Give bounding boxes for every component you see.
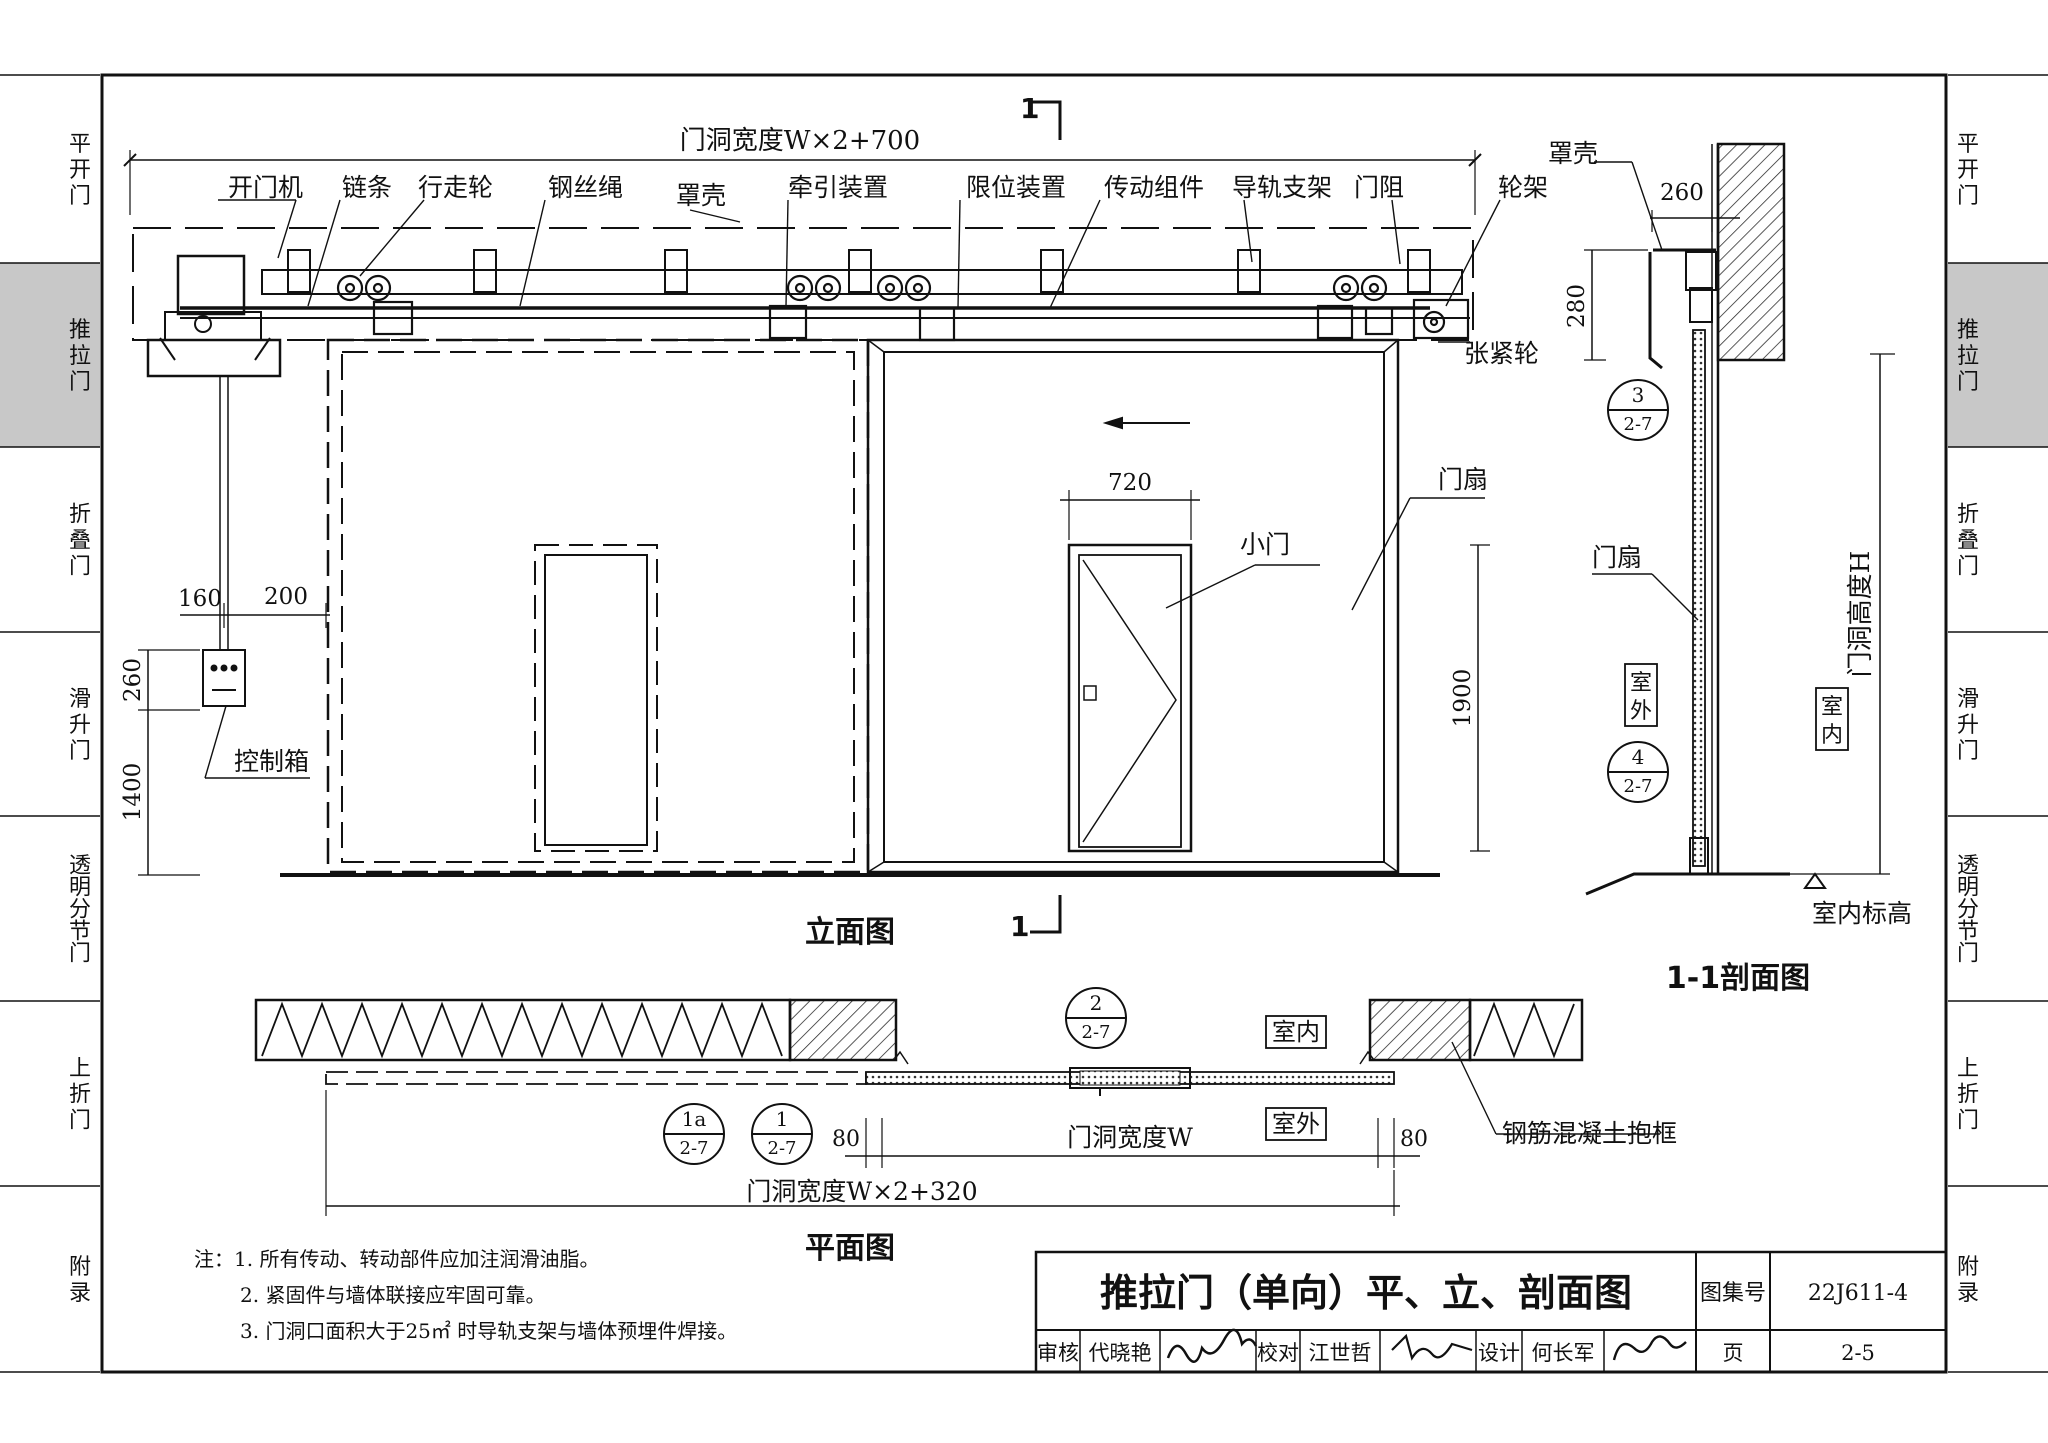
detail-3-num: 3 xyxy=(1632,383,1645,407)
side-tab-right-4[interactable]: 透明分节门 xyxy=(1957,854,1979,967)
drawing-frame xyxy=(100,73,1948,1374)
section-dim-260: 260 xyxy=(1660,180,1704,206)
section-indoor-bottom: 内 xyxy=(1821,723,1843,748)
side-tab-left-3[interactable]: 滑升门 xyxy=(69,687,91,764)
section-mark-top: 1 xyxy=(1020,92,1039,125)
side-tab-right-2[interactable]: 折叠门 xyxy=(1957,503,1979,580)
dim-200: 200 xyxy=(264,584,308,610)
label-traction: 牵引装置 xyxy=(788,173,888,202)
plan-outdoor: 室外 xyxy=(1272,1110,1320,1138)
checker-name: 江世哲 xyxy=(1309,1341,1372,1365)
drawing-title: 推拉门（单向）平、立、剖面图 xyxy=(1100,1271,1632,1315)
label-door-stop: 门阻 xyxy=(1354,173,1404,202)
side-tabs-left xyxy=(0,74,100,1373)
label-control-box: 控制箱 xyxy=(234,747,309,776)
dim-260: 260 xyxy=(120,658,146,702)
detail-4-sheet: 2-7 xyxy=(1624,776,1653,797)
section-view xyxy=(1584,142,1895,896)
note-1: 注：1. 所有传动、转动部件应加注润滑油脂。 xyxy=(194,1247,599,1271)
plan-indoor: 室内 xyxy=(1272,1018,1320,1046)
detail-1a-sheet: 2-7 xyxy=(680,1138,709,1159)
label-opener: 开门机 xyxy=(228,173,303,202)
review-label: 审核 xyxy=(1037,1341,1079,1365)
check-label: 校对 xyxy=(1257,1341,1299,1365)
design-label: 设计 xyxy=(1478,1341,1520,1365)
side-tab-right-1[interactable]: 推拉门 xyxy=(1957,318,1979,395)
label-rail-bracket: 导轨支架 xyxy=(1232,173,1332,202)
side-tab-right-5[interactable]: 上折门 xyxy=(1957,1057,1979,1134)
designer-name: 何长军 xyxy=(1532,1341,1595,1365)
plan-title: 平面图 xyxy=(805,1231,895,1266)
dim-720: 720 xyxy=(1108,470,1152,496)
detail-1-num: 1 xyxy=(776,1107,789,1131)
atlas-label: 图集号 xyxy=(1700,1281,1766,1306)
detail-3-sheet: 2-7 xyxy=(1624,414,1653,435)
section-indoor-top: 室 xyxy=(1821,695,1843,720)
section-dim-280: 280 xyxy=(1564,284,1590,328)
page-number: 2-5 xyxy=(1841,1341,1875,1365)
detail-1-sheet: 2-7 xyxy=(768,1138,797,1159)
overall-width-dim: 门洞宽度W×2+700 xyxy=(680,126,920,156)
elevation-title: 立面图 xyxy=(805,915,895,950)
detail-1a-num: 1a xyxy=(682,1107,707,1131)
plan-view xyxy=(254,998,1660,1216)
title-block xyxy=(1034,1250,1948,1374)
side-tab-right-0[interactable]: 平开门 xyxy=(1957,132,1979,209)
label-leaf: 门扇 xyxy=(1438,465,1488,494)
label-tension-wheel: 张紧轮 xyxy=(1464,339,1539,368)
section-label-leaf: 门扇 xyxy=(1592,543,1642,572)
side-tab-left-1[interactable]: 推拉门 xyxy=(69,318,91,395)
note-2: 2. 紧固件与墙体联接应牢固可靠。 xyxy=(240,1283,545,1307)
section-mark-bottom: 1 xyxy=(1010,910,1029,943)
label-trolley: 行走轮 xyxy=(418,173,493,202)
side-tab-left-2[interactable]: 折叠门 xyxy=(69,503,91,580)
side-tab-left-0[interactable]: 平开门 xyxy=(69,132,91,209)
side-tab-right-3[interactable]: 滑升门 xyxy=(1957,687,1979,764)
label-wicket: 小门 xyxy=(1240,530,1290,559)
atlas-number: 22J611-4 xyxy=(1808,1281,1908,1306)
reviewer-name: 代晓艳 xyxy=(1089,1341,1152,1365)
side-tab-left-6[interactable]: 附录 xyxy=(69,1255,91,1306)
side-tab-right-6[interactable]: 附录 xyxy=(1957,1255,1979,1306)
detail-4-num: 4 xyxy=(1632,745,1645,769)
label-transmission: 传动组件 xyxy=(1104,173,1204,202)
plan-overall-width: 门洞宽度W×2+320 xyxy=(746,1177,977,1206)
plan-dim-80-right: 80 xyxy=(1400,1127,1428,1152)
detail-callouts xyxy=(663,379,1669,1165)
side-tabs-right xyxy=(1948,74,2048,1373)
label-cover: 罩壳 xyxy=(676,181,726,210)
label-wheel-frame: 轮架 xyxy=(1498,173,1548,202)
note-3: 3. 门洞口面积大于25㎡ 时导轨支架与墙体预埋件焊接。 xyxy=(240,1319,737,1343)
detail-2-sheet: 2-7 xyxy=(1082,1022,1111,1043)
label-limit: 限位装置 xyxy=(966,173,1066,202)
plan-concrete-frame: 钢筋混凝土抱框 xyxy=(1502,1119,1677,1148)
plan-opening-width: 门洞宽度W xyxy=(1067,1123,1193,1152)
section-floor-level: 室内标高 xyxy=(1812,899,1912,928)
section-outdoor-top: 室 xyxy=(1630,671,1652,696)
dim-1400: 1400 xyxy=(120,763,146,822)
plan-dim-80-left: 80 xyxy=(832,1127,860,1152)
label-wire-rope: 钢丝绳 xyxy=(548,173,623,202)
section-opening-height: 门洞高度H xyxy=(1846,551,1876,678)
page-label: 页 xyxy=(1723,1341,1744,1365)
detail-2-num: 2 xyxy=(1090,991,1103,1015)
label-chain: 链条 xyxy=(342,173,392,202)
side-tab-left-5[interactable]: 上折门 xyxy=(69,1057,91,1134)
dim-1900: 1900 xyxy=(1450,669,1476,728)
elevation-view xyxy=(123,100,1501,934)
text-layer: 门洞宽度W×2+700 1 1 开门机 链条 行走轮 钢丝绳 罩壳 牵引装置 限… xyxy=(120,92,1912,1365)
section-outdoor-bottom: 外 xyxy=(1630,699,1652,724)
section-title: 1-1剖面图 xyxy=(1666,961,1810,996)
side-tab-left-4[interactable]: 透明分节门 xyxy=(69,854,91,967)
section-label-cover: 罩壳 xyxy=(1548,139,1598,168)
dim-160: 160 xyxy=(178,586,222,612)
